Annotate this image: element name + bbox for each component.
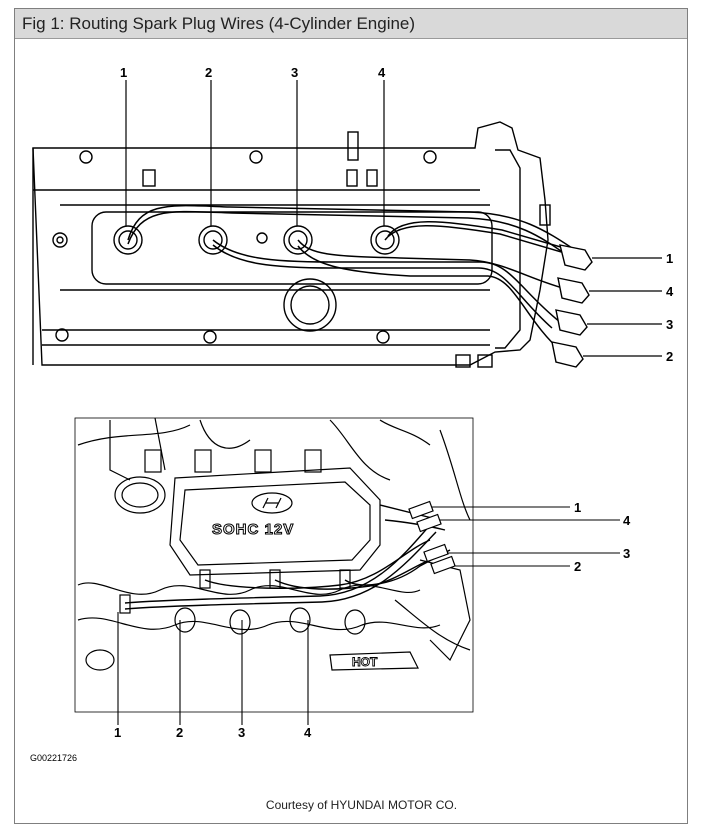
top-view-connectors <box>551 244 593 368</box>
bottom-view-engine <box>74 417 474 713</box>
figure-title: Fig 1: Routing Spark Plug Wires (4-Cylin… <box>22 14 416 33</box>
bottom-label-3: 3 <box>238 725 245 740</box>
bottom-right-label-3: 3 <box>623 546 630 561</box>
bottom-label-2: 2 <box>176 725 183 740</box>
top-view-leaders <box>125 80 662 357</box>
top-view-labels: 1 2 3 4 1 4 3 2 <box>120 65 674 364</box>
top-connector-label-4: 4 <box>666 284 674 299</box>
bottom-right-label-1: 1 <box>574 500 581 515</box>
bottom-right-label-4: 4 <box>623 513 631 528</box>
top-connector-label-3: 3 <box>666 317 673 332</box>
top-connector-label-1: 1 <box>666 251 673 266</box>
bottom-label-4: 4 <box>304 725 312 740</box>
top-cylinder-label-2: 2 <box>205 65 212 80</box>
title-bar: Fig 1: Routing Spark Plug Wires (4-Cylin… <box>15 9 687 39</box>
bottom-view-leaders <box>117 506 620 725</box>
bottom-right-label-2: 2 <box>574 559 581 574</box>
top-cylinder-label-3: 3 <box>291 65 298 80</box>
top-view-engine <box>32 121 551 368</box>
bottom-view-connectors <box>408 500 456 575</box>
courtesy-note: Courtesy of HYUNDAI MOTOR CO. <box>265 798 458 812</box>
hot-text: HOT <box>352 655 378 669</box>
bottom-view-text: SOHC 12V HOT 1 4 3 2 1 2 3 4 G00221726 <box>30 500 631 763</box>
cover-text: SOHC 12V <box>212 521 294 538</box>
top-view-wires <box>127 204 579 353</box>
bottom-label-1: 1 <box>114 725 121 740</box>
top-cylinder-label-1: 1 <box>120 65 127 80</box>
figure-code: G00221726 <box>30 753 77 763</box>
bottom-view-wires <box>124 504 451 610</box>
top-connector-label-2: 2 <box>666 349 673 364</box>
top-cylinder-label-4: 4 <box>378 65 386 80</box>
